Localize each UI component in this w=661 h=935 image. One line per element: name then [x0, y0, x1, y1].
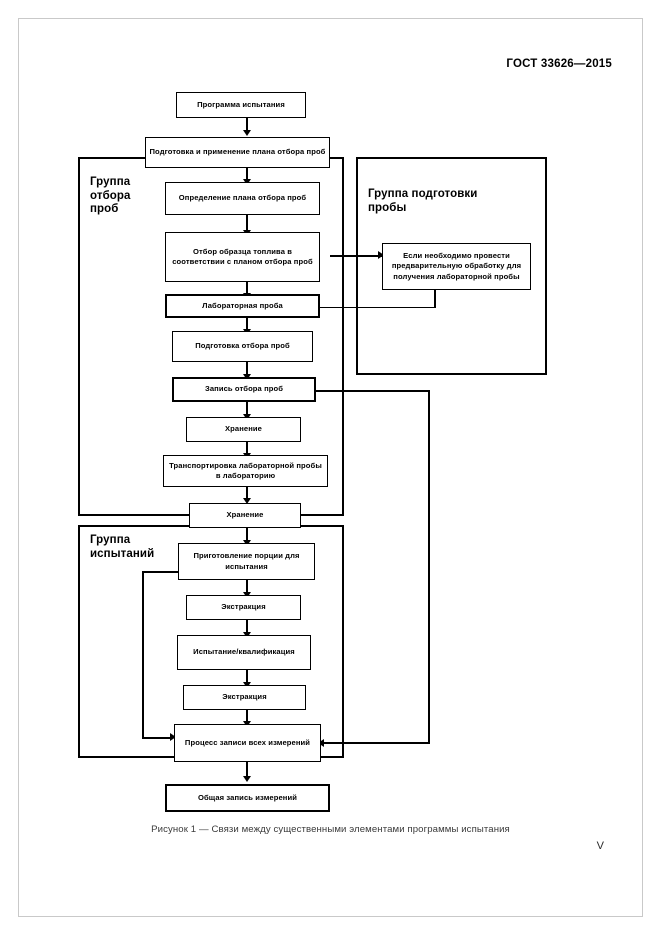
group-label-preparation-line1: Группа подготовки	[368, 188, 478, 200]
page-folio: V	[596, 840, 604, 852]
connector-portion-loop-h1	[143, 571, 178, 573]
arrow-portion-loop-to-process	[170, 733, 176, 742]
node-prepare-portion[interactable]: Приготовление порции для испытания	[178, 543, 315, 580]
arrow-record-to-process	[318, 738, 324, 747]
standard-header: ГОСТ 33626—2015	[506, 58, 612, 70]
arrow-transport-to-storage2	[242, 498, 251, 504]
connector-portion-to-extraction1	[246, 580, 248, 594]
connector-record-to-storage1	[246, 402, 248, 416]
connector-test-to-extraction2	[246, 670, 248, 684]
connector-take-to-labsample	[246, 282, 248, 295]
node-storage-1[interactable]: Хранение	[186, 417, 301, 442]
node-prepare-portion-label: Приготовление порции для испытания	[193, 551, 300, 571]
connector-record-to-process-v	[428, 390, 430, 743]
connector-plan-to-define	[246, 168, 248, 180]
arrow-program-to-plan	[242, 130, 251, 136]
node-test-qualification[interactable]: Испытание/квалификация	[177, 635, 311, 670]
group-frame-preparation	[356, 157, 547, 375]
connector-ifprelim-return-h	[295, 306, 435, 309]
node-prepare-sampling-label: Подготовка отбора проб	[195, 341, 290, 351]
node-if-preliminary[interactable]: Если необходимо провести предварительную…	[382, 243, 531, 290]
connector-take-to-ifprelim-h	[330, 255, 382, 257]
connector-storage1-to-transport	[246, 442, 248, 454]
connector-extraction2-to-process	[246, 710, 248, 723]
node-transport[interactable]: Транспортировка лабораторной пробы в лаб…	[163, 455, 328, 487]
group-label-testing-line2: испытаний	[90, 547, 155, 560]
group-label-testing: Группа испытаний	[90, 534, 190, 561]
group-label-preparation-line2: пробы	[368, 201, 407, 214]
node-extraction-2[interactable]: Экстракция	[183, 685, 306, 710]
node-transport-label: Транспортировка лабораторной пробы в лаб…	[169, 460, 322, 480]
arrow-take-to-ifprelim	[378, 251, 384, 260]
node-prepare-sampling[interactable]: Подготовка отбора проб	[172, 331, 313, 362]
connector-portion-loop-h2	[142, 737, 173, 739]
node-define-plan-label: Определение плана отбора проб	[178, 193, 307, 203]
node-define-plan[interactable]: Определение плана отбора проб	[165, 182, 320, 215]
connector-extraction1-to-test	[246, 620, 248, 634]
node-record-process[interactable]: Процесс записи всех измерений	[174, 724, 321, 762]
group-label-sampling-line1: Группа	[90, 176, 131, 188]
node-total-record-label: Общая запись измерений	[197, 792, 298, 802]
node-test-qualification-label: Испытание/квалификация	[193, 647, 295, 657]
node-record-sampling[interactable]: Запись отбора проб	[172, 377, 316, 402]
node-if-preliminary-label: Если необходимо провести предварительную…	[391, 251, 522, 281]
group-label-sampling: Группа отбора проб	[90, 176, 162, 217]
connector-program-to-plan	[246, 118, 248, 131]
figure-caption: Рисунок 1 — Связи между существенными эл…	[151, 824, 510, 835]
node-total-record[interactable]: Общая запись измерений	[165, 784, 330, 812]
node-prepare-apply-plan[interactable]: Подготовка и применение плана отбора про…	[145, 137, 330, 168]
node-test-program-label: Программа испытания	[197, 99, 285, 109]
node-record-process-label: Процесс записи всех измерений	[184, 737, 311, 747]
connector-storage2-to-portion	[246, 528, 248, 542]
page-border	[18, 18, 643, 917]
node-take-sample-label: Отбор образца топлива в соответствии с п…	[172, 246, 313, 266]
connector-record-to-process-h1	[316, 390, 430, 392]
connector-labsample-to-preparesampling	[246, 318, 248, 330]
connector-define-to-take	[246, 215, 248, 231]
node-test-program[interactable]: Программа испытания	[176, 92, 306, 118]
node-take-sample[interactable]: Отбор образца топлива в соответствии с п…	[165, 232, 320, 282]
node-storage-1-label: Хранение	[224, 424, 262, 434]
node-prepare-apply-plan-label: Подготовка и применение плана отбора про…	[149, 147, 326, 157]
connector-ifprelim-return-v	[434, 290, 436, 308]
node-storage-2[interactable]: Хранение	[189, 503, 301, 528]
group-label-preparation: Группа подготовки пробы	[368, 188, 538, 215]
arrow-process-to-total	[242, 776, 251, 782]
connector-process-to-total	[246, 762, 248, 778]
group-label-sampling-line2: отбора	[90, 189, 131, 202]
node-record-sampling-label: Запись отбора проб	[204, 384, 284, 394]
node-laboratory-sample-label: Лабораторная проба	[202, 300, 283, 310]
connector-transport-to-storage2	[246, 487, 248, 499]
node-storage-2-label: Хранение	[226, 510, 264, 520]
node-laboratory-sample[interactable]: Лабораторная проба	[165, 294, 320, 318]
node-extraction-1[interactable]: Экстракция	[186, 595, 301, 620]
connector-preparesampling-to-record	[246, 362, 248, 376]
connector-record-to-process-h2	[322, 742, 430, 744]
group-label-testing-line1: Группа	[90, 534, 131, 546]
group-label-sampling-line3: проб	[90, 203, 119, 216]
node-extraction-2-label: Экстракция	[222, 692, 267, 702]
node-extraction-1-label: Экстракция	[221, 602, 266, 612]
connector-portion-loop-v	[142, 571, 144, 738]
